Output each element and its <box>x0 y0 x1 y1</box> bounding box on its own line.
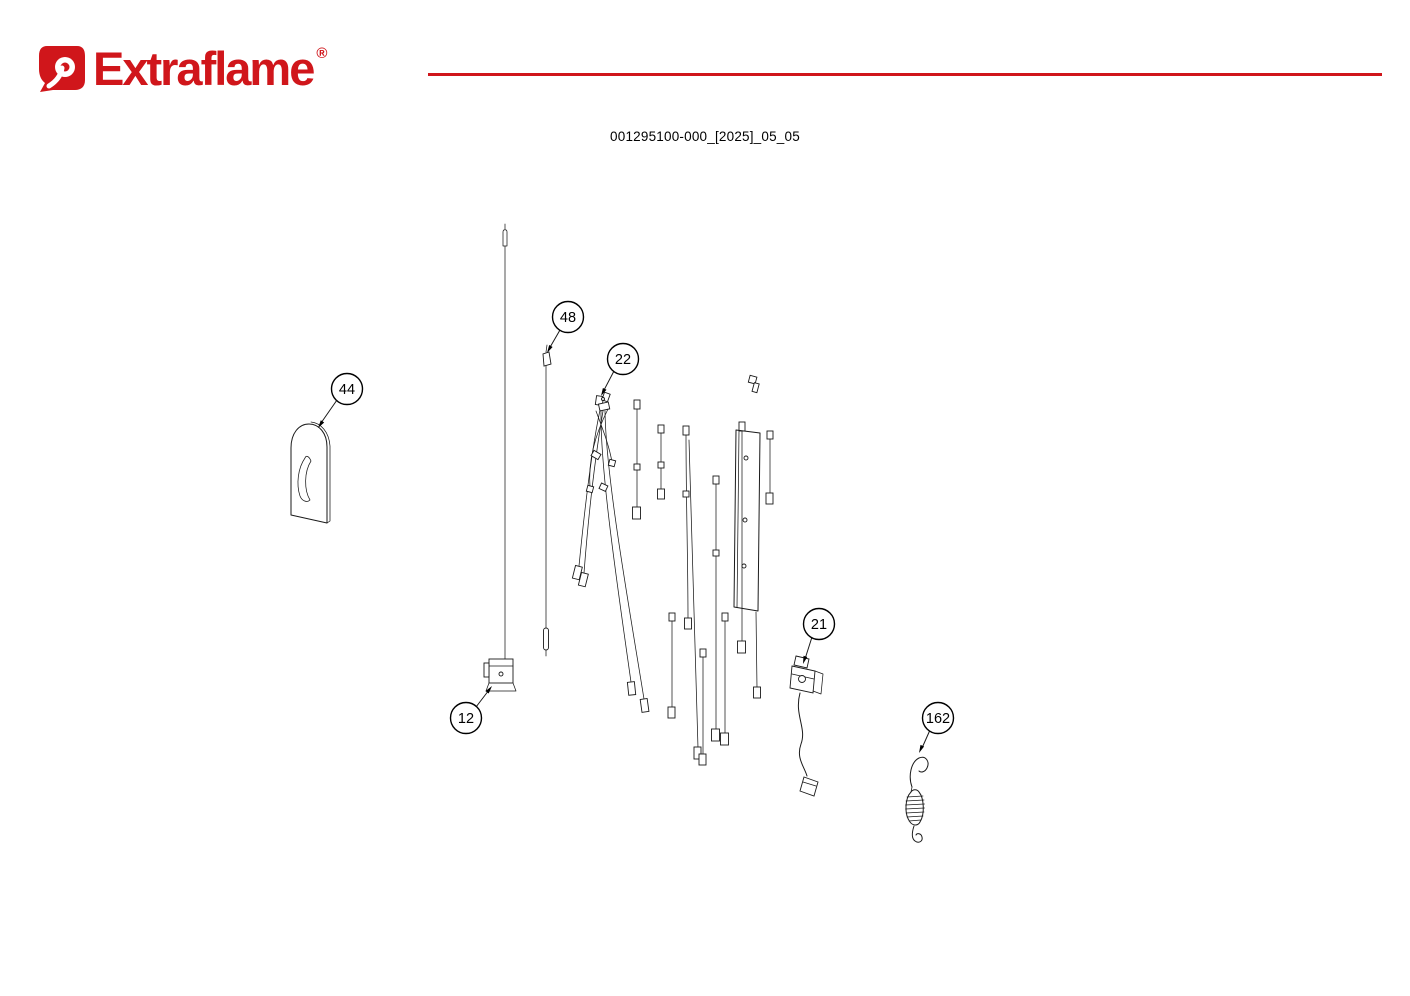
callout-label: 48 <box>560 310 576 326</box>
extraflame-logo-icon <box>39 46 85 92</box>
callout-44: 44 <box>318 372 364 428</box>
arrowhead-icon <box>318 420 325 428</box>
callout-21: 21 <box>802 607 836 664</box>
callout-label: 162 <box>926 711 950 727</box>
arrowhead-icon <box>485 686 492 694</box>
callout-label: 21 <box>811 617 827 633</box>
arrowhead-icon <box>547 345 553 353</box>
callout-48: 48 <box>547 300 585 353</box>
callout-bubble <box>551 300 585 334</box>
part-44-panel <box>290 421 331 524</box>
callout-12: 12 <box>449 686 492 735</box>
arrowhead-icon <box>919 744 925 753</box>
callout-bubble <box>921 701 955 735</box>
callout-bubble <box>330 372 364 406</box>
registered-trademark: ® <box>316 45 328 62</box>
header-divider <box>428 73 1382 76</box>
callout-bubble <box>802 607 836 641</box>
callout-label: 12 <box>458 711 474 727</box>
arrowhead-icon <box>803 655 808 664</box>
part-22-wiring-harness <box>571 391 650 713</box>
part-162-spring-hook <box>905 756 929 843</box>
callout-bubble <box>606 342 640 376</box>
callout-bubble <box>449 701 483 735</box>
brand-name: Extraflame <box>93 42 315 95</box>
mounting-panel <box>733 429 761 612</box>
callout-162: 162 <box>919 701 955 753</box>
brand-logo: Extraflame ® <box>36 44 327 94</box>
part-21-switch <box>789 655 824 797</box>
callout-22: 22 <box>601 342 640 396</box>
callout-label: 44 <box>339 382 355 398</box>
cable-leads <box>632 374 774 766</box>
arrowhead-icon <box>601 388 607 396</box>
part-48-probe <box>542 344 552 657</box>
part-12-thermostat <box>483 223 517 692</box>
document-code: 001295100-000_[2025]_05_05 <box>610 129 800 144</box>
callout-label: 22 <box>615 352 631 368</box>
